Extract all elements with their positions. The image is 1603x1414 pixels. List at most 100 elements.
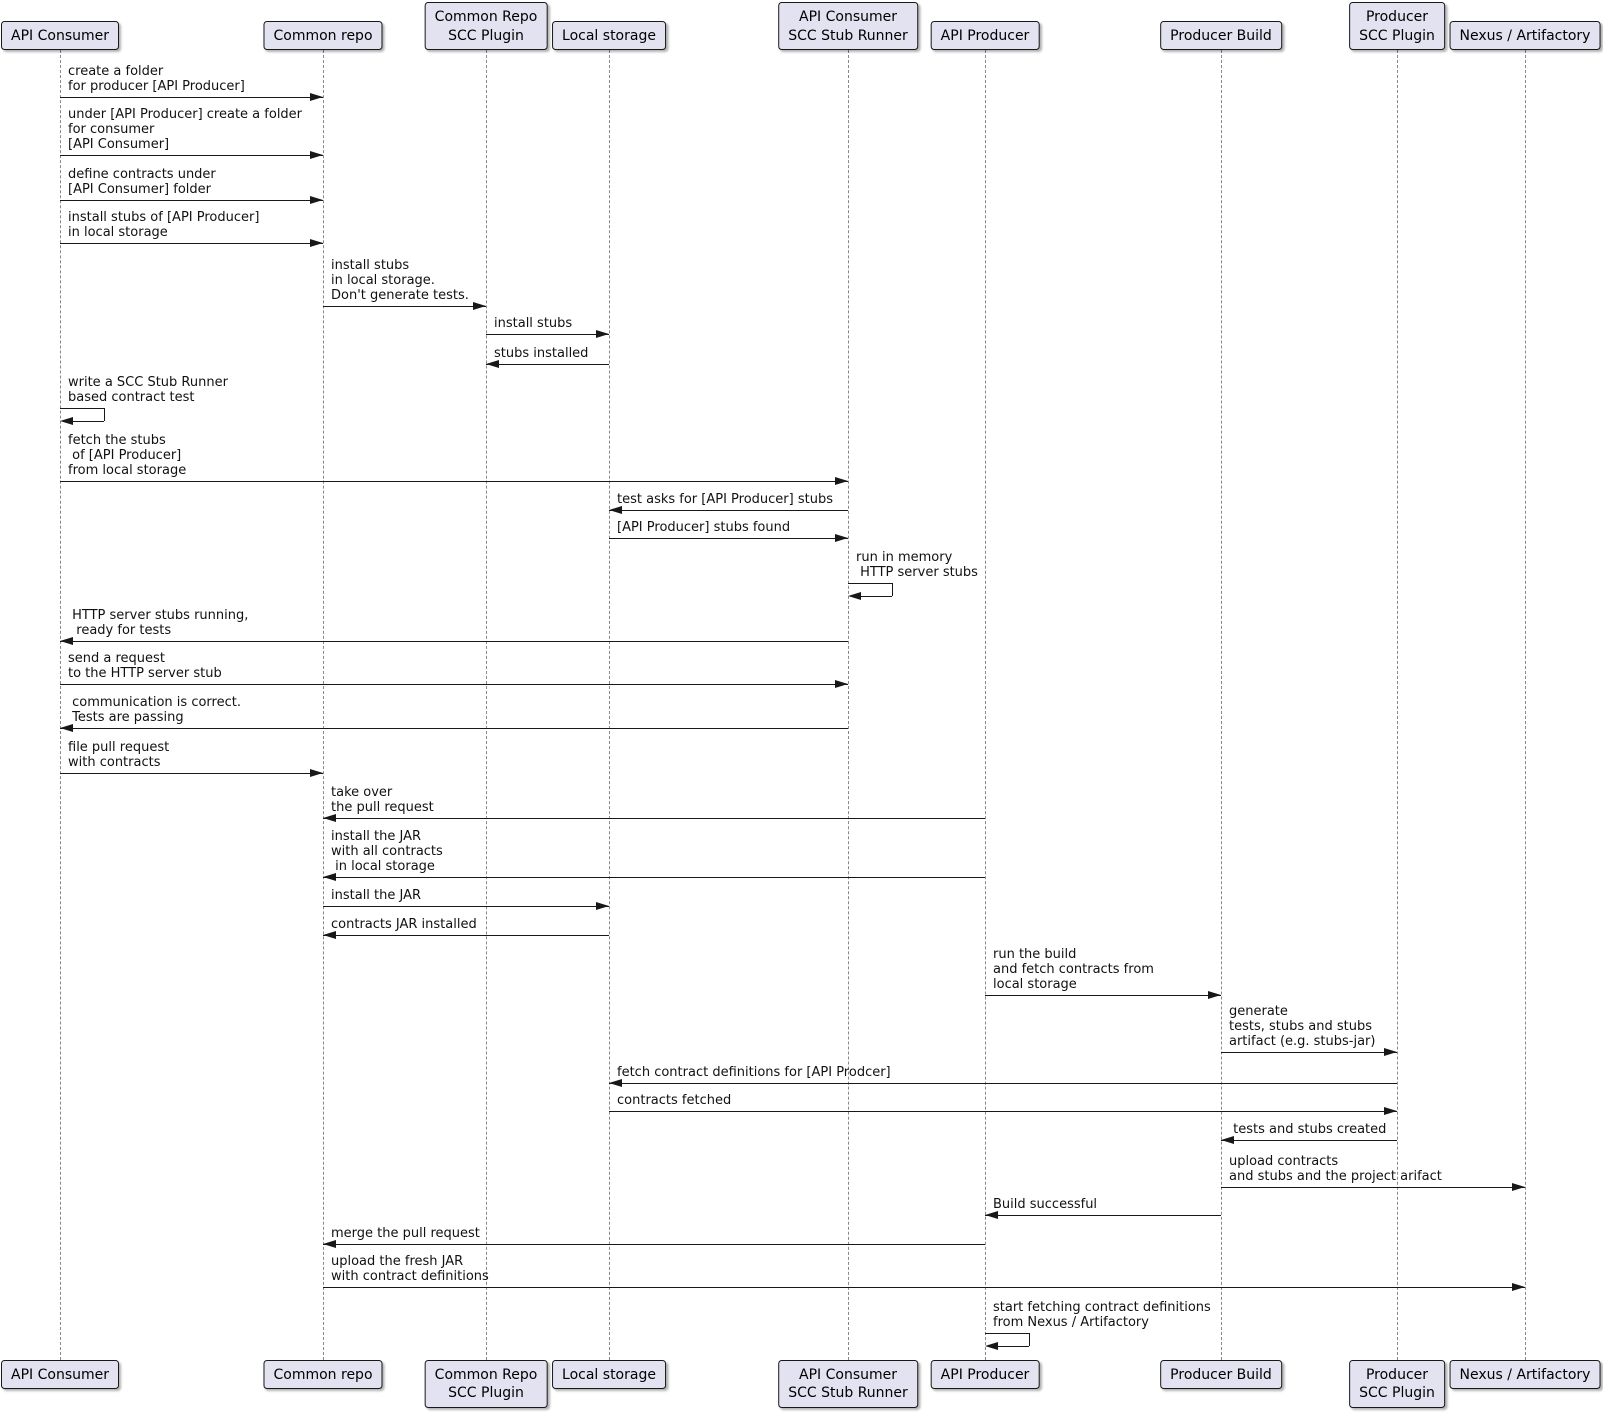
self-message-arrow (104, 408, 105, 421)
message-arrow (60, 243, 323, 244)
message-label: under [API Producer] create a folder for… (68, 107, 303, 152)
arrowhead-icon (1512, 1283, 1525, 1291)
message-label: merge the pull request (331, 1226, 480, 1241)
arrowhead-icon (60, 637, 73, 645)
message-arrow (609, 1111, 1397, 1112)
participant-producer-build-top: Producer Build (1160, 20, 1282, 50)
message-label: write a SCC Stub Runner based contract t… (68, 375, 228, 405)
message-label: install stubs in local storage. Don't ge… (331, 258, 469, 303)
participant-api-consumer-scc-stub-runner-top: API Consumer SCC Stub Runner (778, 2, 918, 50)
arrowhead-icon (596, 330, 609, 338)
message-arrow (60, 641, 848, 642)
message-label: install the JAR with all contracts in lo… (331, 829, 443, 874)
message-label: contracts fetched (617, 1093, 732, 1108)
message-label: install stubs (494, 316, 573, 331)
participant-api-consumer-scc-stub-runner-bottom: API Consumer SCC Stub Runner (778, 1360, 918, 1408)
message-label: generate tests, stubs and stubs artifact… (1229, 1004, 1376, 1049)
arrowhead-icon (1512, 1183, 1525, 1191)
message-arrow (60, 97, 323, 98)
message-label: install the JAR (331, 888, 422, 903)
arrowhead-icon (310, 196, 323, 204)
message-arrow (1221, 1052, 1397, 1053)
message-label: tests and stubs created (1229, 1122, 1387, 1137)
participant-nexus-artifactory-top: Nexus / Artifactory (1449, 20, 1601, 50)
self-message-arrow (892, 583, 893, 596)
message-arrow (60, 728, 848, 729)
arrowhead-icon (310, 769, 323, 777)
message-arrow (323, 1287, 1525, 1288)
message-arrow (985, 995, 1221, 996)
participant-local-storage-top: Local storage (552, 20, 666, 50)
self-message-arrow (985, 1333, 1029, 1334)
message-arrow (323, 1244, 985, 1245)
participant-api-consumer-bottom: API Consumer (1, 1360, 119, 1390)
participant-nexus-artifactory-bottom: Nexus / Artifactory (1449, 1360, 1601, 1390)
lifeline-api-consumer-scc-stub-runner (848, 50, 849, 1360)
lifeline-api-consumer (60, 50, 61, 1360)
message-label: create a folder for producer [API Produc… (68, 64, 245, 94)
message-arrow (60, 481, 848, 482)
arrowhead-icon (1384, 1107, 1397, 1115)
participant-common-repo-scc-plugin-bottom: Common Repo SCC Plugin (424, 1360, 548, 1408)
arrowhead-icon (985, 1342, 998, 1350)
arrowhead-icon (323, 814, 336, 822)
lifeline-common-repo-scc-plugin (486, 50, 487, 1360)
arrowhead-icon (310, 239, 323, 247)
arrowhead-icon (473, 302, 486, 310)
lifeline-common-repo (323, 50, 324, 1360)
arrowhead-icon (310, 151, 323, 159)
message-arrow (60, 684, 848, 685)
lifeline-producer-scc-plugin (1397, 50, 1398, 1360)
lifeline-nexus-artifactory (1525, 50, 1526, 1360)
message-label: fetch contract definitions for [API Prod… (617, 1065, 891, 1080)
message-label: stubs installed (494, 346, 589, 361)
arrowhead-icon (323, 1240, 336, 1248)
arrowhead-icon (60, 417, 73, 425)
message-arrow (323, 935, 609, 936)
message-arrow (60, 773, 323, 774)
arrowhead-icon (1384, 1048, 1397, 1056)
message-label: upload the fresh JAR with contract defin… (331, 1254, 489, 1284)
message-arrow (323, 906, 609, 907)
message-arrow (985, 1215, 1221, 1216)
participant-producer-build-bottom: Producer Build (1160, 1360, 1282, 1390)
arrowhead-icon (609, 1079, 622, 1087)
arrowhead-icon (848, 592, 861, 600)
arrowhead-icon (60, 724, 73, 732)
message-arrow (486, 364, 609, 365)
arrowhead-icon (985, 1211, 998, 1219)
arrowhead-icon (596, 902, 609, 910)
message-label: send a request to the HTTP server stub (68, 651, 222, 681)
arrowhead-icon (323, 931, 336, 939)
message-arrow (486, 334, 609, 335)
participant-producer-scc-plugin-top: Producer SCC Plugin (1349, 2, 1445, 50)
message-arrow (1221, 1140, 1397, 1141)
self-message-arrow (859, 596, 892, 597)
message-label: fetch the stubs of [API Producer] from l… (68, 433, 187, 478)
participant-local-storage-bottom: Local storage (552, 1360, 666, 1390)
message-arrow (609, 510, 848, 511)
participant-common-repo-top: Common repo (263, 20, 383, 50)
message-label: define contracts under [API Consumer] fo… (68, 167, 216, 197)
arrowhead-icon (310, 93, 323, 101)
participant-api-consumer-top: API Consumer (1, 20, 119, 50)
message-label: contracts JAR installed (331, 917, 477, 932)
message-label: Build successful (993, 1197, 1098, 1212)
self-message-arrow (996, 1346, 1029, 1347)
message-label: test asks for [API Producer] stubs (617, 492, 833, 507)
message-label: run the build and fetch contracts from l… (993, 947, 1154, 992)
lifeline-api-producer (985, 50, 986, 1360)
lifeline-local-storage (609, 50, 610, 1360)
message-arrow (609, 538, 848, 539)
message-label: HTTP server stubs running, ready for tes… (72, 608, 249, 638)
arrowhead-icon (486, 360, 499, 368)
self-message-arrow (60, 408, 104, 409)
message-label: communication is correct. Tests are pass… (72, 695, 241, 725)
message-arrow (60, 200, 323, 201)
participant-common-repo-scc-plugin-top: Common Repo SCC Plugin (424, 2, 548, 50)
arrowhead-icon (1208, 991, 1221, 999)
message-arrow (323, 306, 486, 307)
self-message-arrow (71, 421, 104, 422)
message-arrow (1221, 1187, 1525, 1188)
